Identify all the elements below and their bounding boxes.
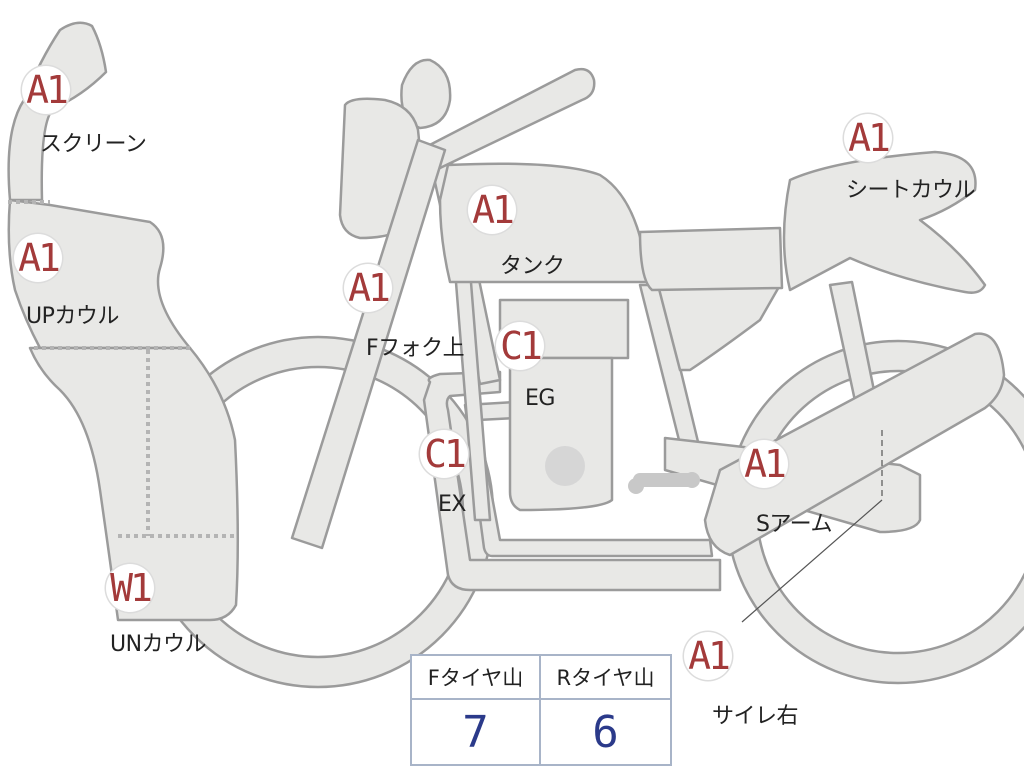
tire-tread-table: Fタイヤ山 Rタイヤ山 7 6 <box>410 654 672 766</box>
rear-tire-tread-header: Rタイヤ山 <box>541 656 670 700</box>
handlebar <box>418 67 596 170</box>
label-up-cowl: UPカウル <box>26 304 119 329</box>
grade-badge-exhaust: C1 <box>420 430 468 478</box>
engine-block <box>508 356 614 512</box>
label-f-fork: Fフォク上 <box>366 336 465 361</box>
label-exhaust: EX <box>438 492 466 517</box>
grade-badge-swing-arm: A1 <box>740 440 788 488</box>
un-cowl-shape <box>28 346 240 622</box>
label-screen: スクリーン <box>40 132 147 157</box>
label-engine: EG <box>525 386 555 411</box>
front-fork <box>290 138 447 550</box>
rear-tire-tread-value: 6 <box>592 706 619 758</box>
label-silencer-right: サイレ右 <box>712 704 799 729</box>
seat <box>638 226 784 292</box>
grade-badge-seat-cowl: A1 <box>844 114 892 162</box>
exhaust-pipe-outer <box>422 370 722 592</box>
label-un-cowl: UNカウル <box>110 632 207 657</box>
grade-badge-tank: A1 <box>468 186 516 234</box>
front-tire-tread-value: 7 <box>412 700 541 764</box>
front-tire-tread-header: Fタイヤ山 <box>412 656 541 700</box>
silencer-shape <box>703 332 1006 557</box>
label-seat-cowl: シートカウル <box>846 178 976 203</box>
grade-badge-silencer-right: A1 <box>684 632 732 680</box>
engine-cover <box>545 446 585 486</box>
seat-cowl-shape <box>782 150 987 294</box>
grade-badge-engine: C1 <box>496 322 544 370</box>
grade-badge-un-cowl: W1 <box>106 564 154 612</box>
label-swing-arm: Sアーム <box>756 512 833 537</box>
label-tank: タンク <box>500 254 565 279</box>
grade-badge-screen: A1 <box>22 66 70 114</box>
grade-badge-up-cowl: A1 <box>14 234 62 282</box>
side-panel <box>656 283 782 372</box>
grade-badge-f-fork: A1 <box>344 264 392 312</box>
